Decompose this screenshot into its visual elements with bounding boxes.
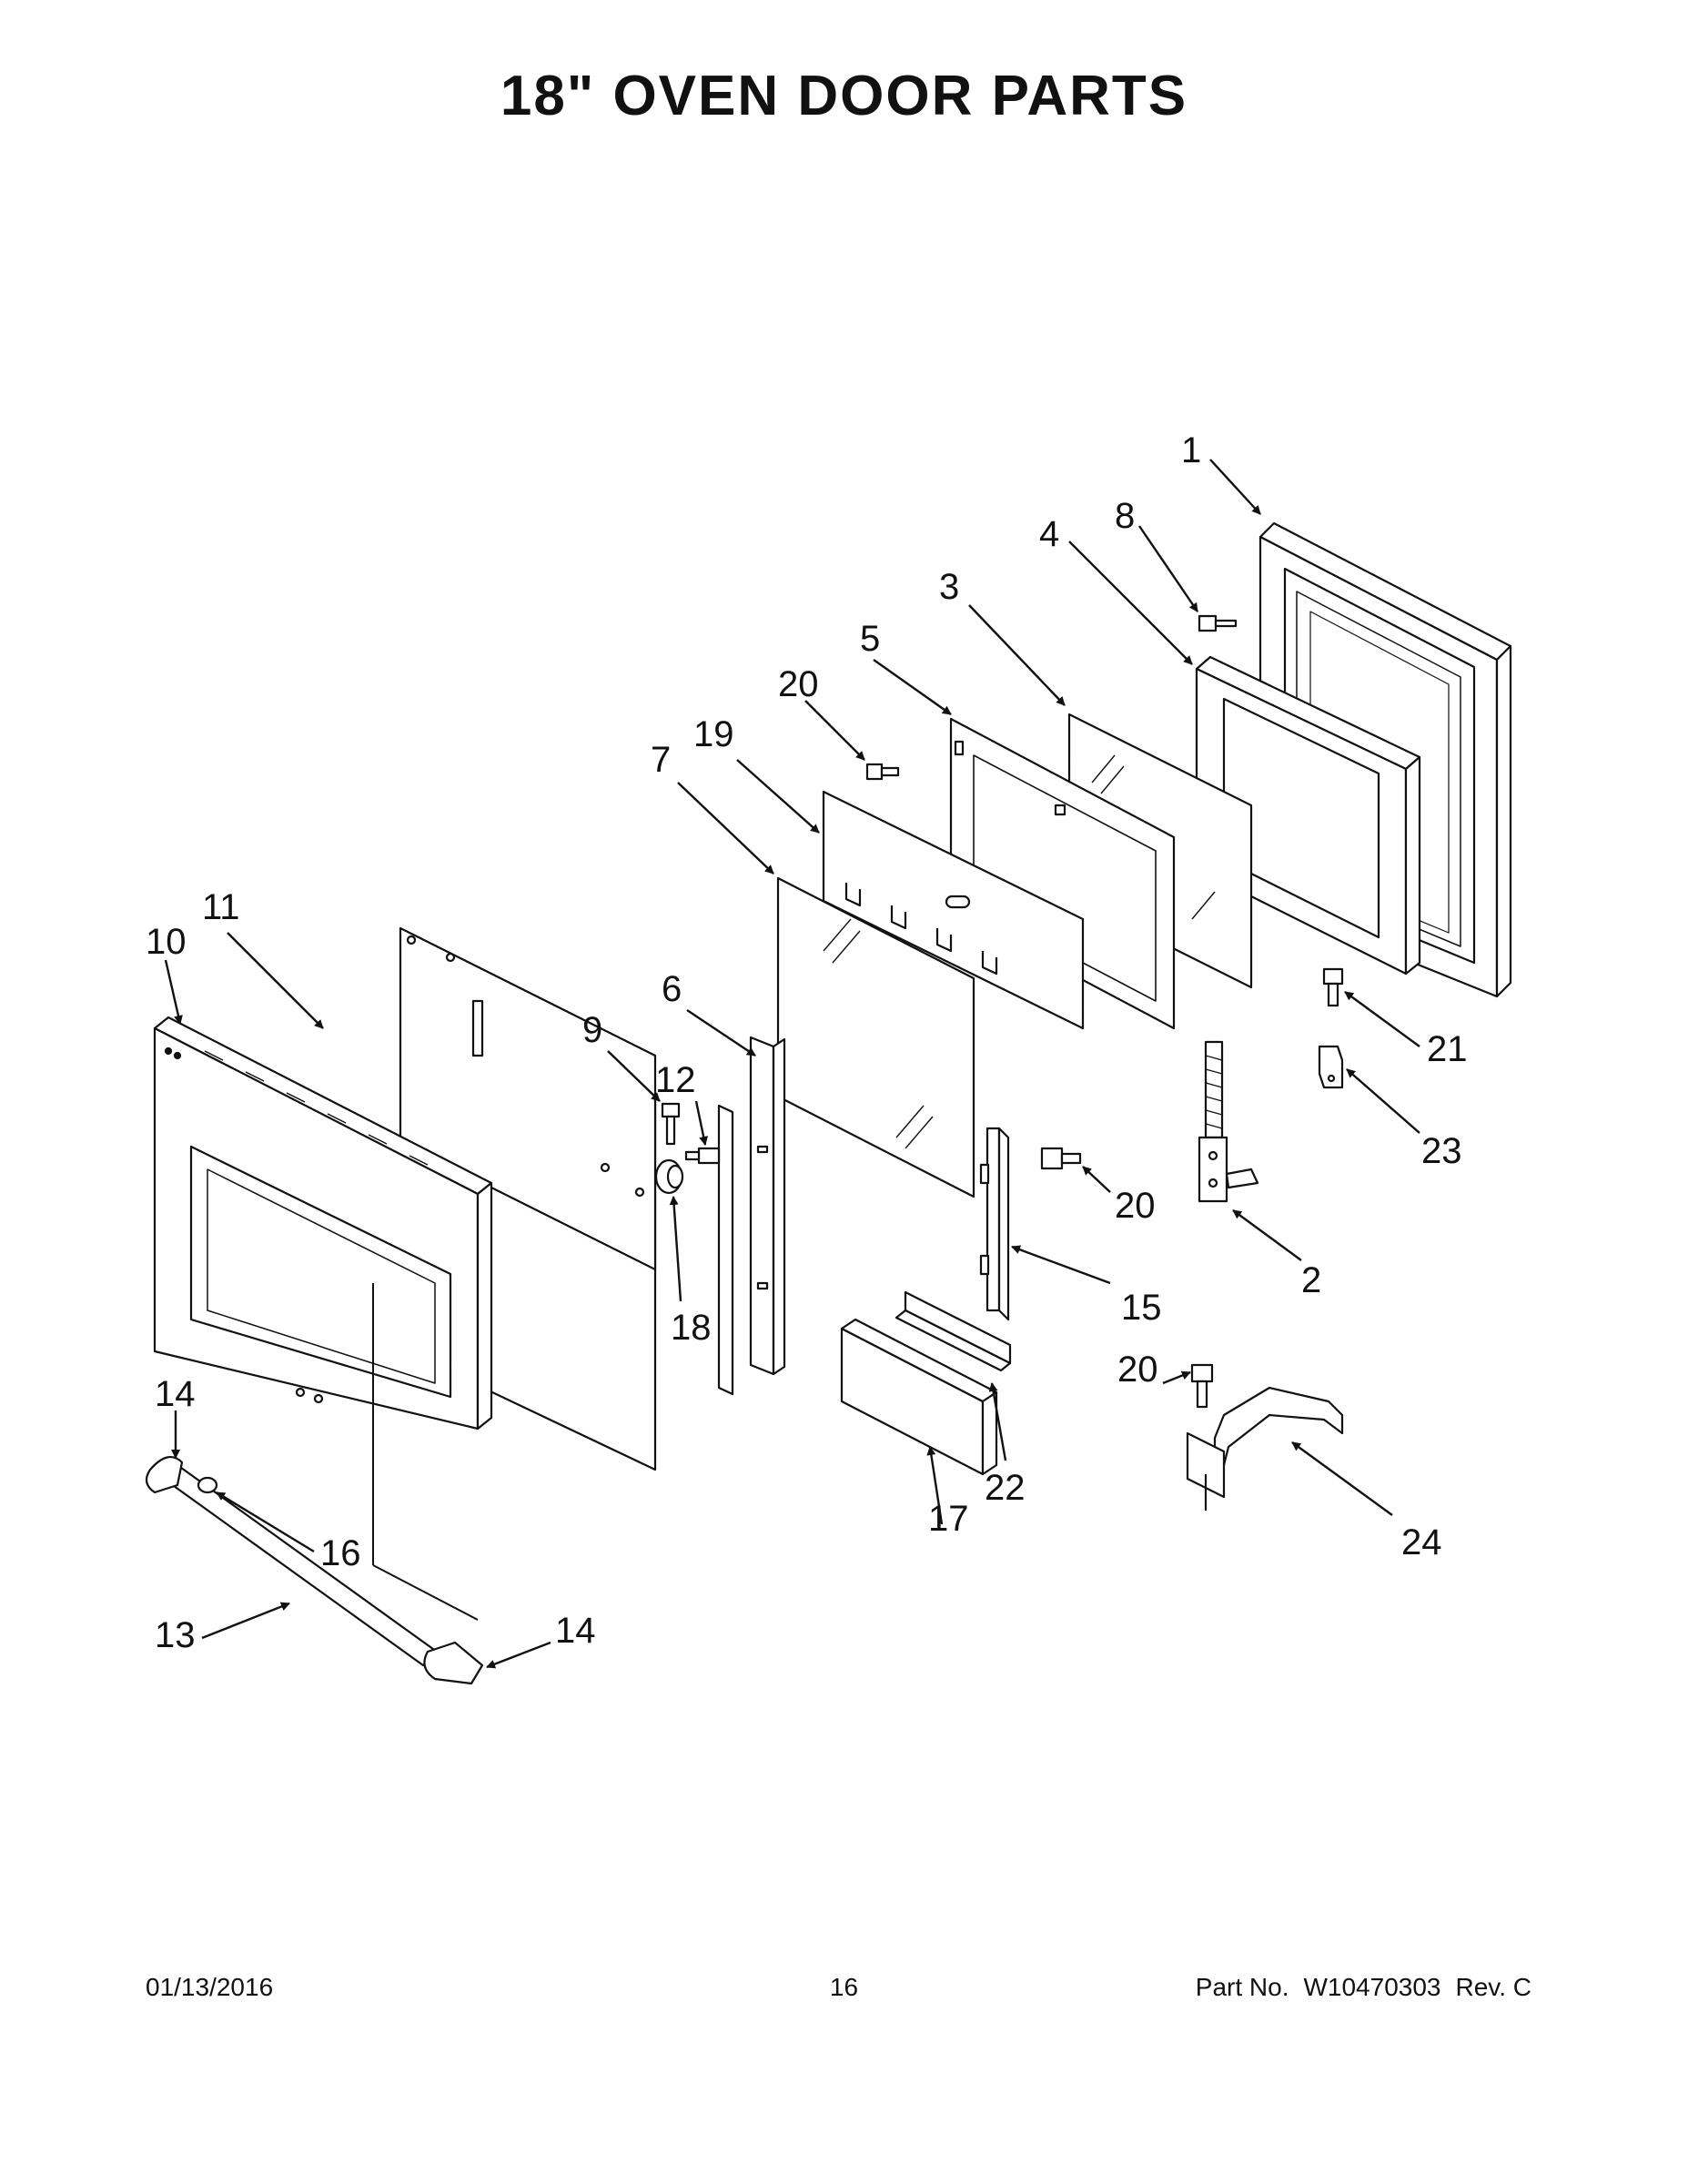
- callout-3: 3: [939, 567, 959, 607]
- callout-11: 11: [202, 887, 240, 927]
- callout-16: 16: [320, 1533, 361, 1573]
- leader-13: [201, 1602, 290, 1640]
- leader-8: [1138, 525, 1198, 612]
- callout-19: 19: [693, 714, 734, 754]
- screw-9: [661, 1102, 681, 1146]
- hinge: [1198, 1040, 1259, 1203]
- callout-13: 13: [155, 1615, 196, 1655]
- leader-10: [164, 959, 183, 1025]
- callout-14a: 14: [155, 1374, 196, 1414]
- callout-5: 5: [860, 619, 880, 659]
- door-liner-bracket: [949, 717, 1176, 1030]
- leader-23: [1346, 1068, 1420, 1134]
- footer-date: 01/13/2016: [146, 1973, 274, 2001]
- callout-15: 15: [1121, 1288, 1162, 1328]
- leader-22: [988, 1382, 1007, 1461]
- small-channel: [895, 1290, 1012, 1372]
- callout-8: 8: [1115, 496, 1135, 536]
- outer-door-front: [153, 1016, 493, 1431]
- leader-6: [686, 1009, 756, 1057]
- leader-4: [1068, 541, 1193, 665]
- callout-22: 22: [985, 1468, 1026, 1508]
- callout-2: 2: [1301, 1260, 1321, 1300]
- leader-15: [1011, 1245, 1111, 1285]
- vertical-bracket: [979, 1127, 1010, 1321]
- part-no-label: Part No.: [1195, 1973, 1289, 2001]
- callout-20a: 20: [778, 664, 819, 704]
- callout-6: 6: [662, 969, 682, 1009]
- footer-part-number: Part No. W10470303 Rev. C: [1181, 1973, 1531, 2002]
- revision: Rev. C: [1455, 1973, 1532, 2001]
- leader-20b: [1082, 1166, 1111, 1193]
- screw-8: [1198, 614, 1238, 632]
- callout-20c: 20: [1117, 1350, 1158, 1390]
- leader-1: [1209, 459, 1261, 515]
- leader-19: [736, 759, 820, 834]
- callout-14b: 14: [555, 1611, 596, 1651]
- leader-2: [1232, 1209, 1302, 1261]
- leader-20a: [804, 700, 865, 761]
- screw-20-middle: [1040, 1147, 1082, 1170]
- leader-24: [1291, 1441, 1393, 1516]
- leader-11: [227, 932, 324, 1029]
- screw-20-lower: [1190, 1363, 1214, 1409]
- callout-17: 17: [928, 1499, 969, 1539]
- leader-3: [968, 604, 1066, 706]
- trough-channel: [840, 1318, 998, 1476]
- leader-20c: [1162, 1370, 1191, 1385]
- leader-5: [873, 659, 952, 715]
- callout-12: 12: [655, 1060, 696, 1100]
- leader-9: [607, 1050, 661, 1102]
- callout-18: 18: [671, 1308, 712, 1348]
- callout-21: 21: [1427, 1029, 1468, 1069]
- outer-glass-panel: [776, 876, 975, 1198]
- callout-20b: 20: [1115, 1186, 1156, 1226]
- callout-4: 4: [1039, 514, 1059, 554]
- handle-assembly: [145, 1283, 484, 1685]
- door-gasket-strip: [717, 1104, 734, 1396]
- clip-23: [1318, 1045, 1344, 1089]
- page-title: 18" OVEN DOOR PARTS: [500, 65, 1188, 127]
- insulation-panel: [822, 790, 1085, 1030]
- leader-18: [669, 1196, 682, 1302]
- bushing: [654, 1158, 684, 1195]
- callout-10: 10: [146, 922, 187, 962]
- callout-7: 7: [651, 740, 671, 780]
- footer-page-number: 16: [829, 1973, 859, 2001]
- door-side-channel: [749, 1036, 786, 1376]
- screw-20-upper: [865, 763, 900, 781]
- bracket-24: [1186, 1386, 1344, 1511]
- leader-16: [216, 1491, 315, 1553]
- screw-21: [1322, 967, 1344, 1007]
- callout-23: 23: [1421, 1131, 1462, 1171]
- callout-24: 24: [1401, 1522, 1442, 1562]
- callout-labels: 1 8 4 3 5 20 19 7 11 10 6 9 12 18 21 23 …: [146, 430, 1468, 1655]
- leader-17: [926, 1446, 944, 1525]
- insulation-sheet: [399, 926, 657, 1271]
- leader-12: [694, 1100, 709, 1146]
- leader-21: [1344, 991, 1420, 1047]
- screw-12: [684, 1147, 721, 1165]
- leader-7: [677, 782, 774, 875]
- leader-14b: [486, 1641, 551, 1669]
- callout-1: 1: [1181, 430, 1201, 470]
- callout-9: 9: [582, 1010, 602, 1050]
- part-no-value: W10470303: [1303, 1973, 1441, 2001]
